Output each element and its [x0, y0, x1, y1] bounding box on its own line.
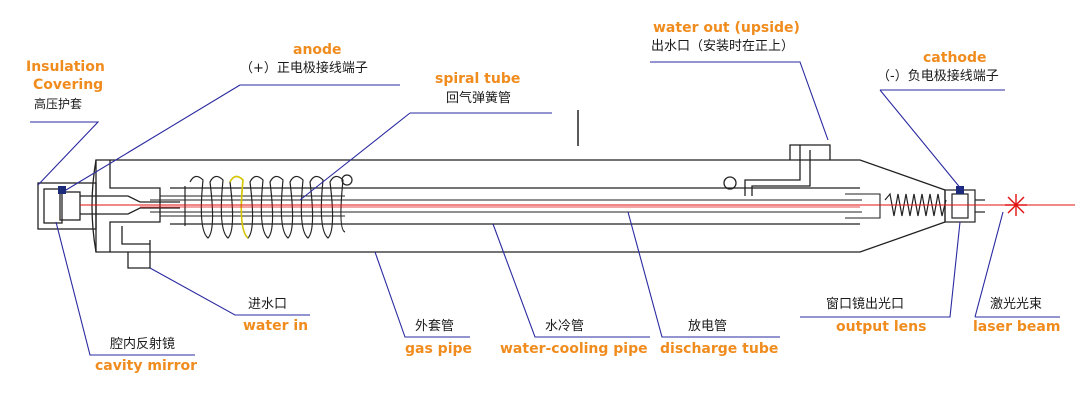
- cavity-mirror-label-zh: 腔内反射镜: [110, 337, 176, 352]
- water-in-label-zh: 进水口: [248, 297, 288, 312]
- spiral-tube-label-zh: 回气弹簧管: [446, 91, 512, 106]
- gas-pipe-label-zh: 外套管: [415, 319, 455, 334]
- insulation-label-en-2: Covering: [33, 77, 104, 93]
- cavity-mirror-assembly: [37, 160, 180, 252]
- output-lens-label-en: output lens: [836, 319, 927, 335]
- laser-beam-path: [80, 204, 1075, 208]
- water-out-label-en: water out (upside): [653, 20, 800, 36]
- cathode-label-zh: （-）负电极接线端子: [877, 69, 999, 84]
- spiral-tube-label-en: spiral tube: [435, 71, 521, 87]
- water-cooling-pipe-label-zh: 水冷管: [545, 319, 585, 334]
- discharge-tube: [150, 193, 881, 219]
- output-lens-label-zh: 窗口镜出光口: [826, 297, 905, 312]
- laser-spark-icon: [1005, 194, 1027, 216]
- output-lens-assembly: [884, 186, 985, 223]
- anode-label-en: anode: [293, 42, 342, 58]
- insulation-label-zh: 高压护套: [34, 97, 83, 111]
- water-out-label-zh: 出水口（安装时在正上）: [651, 39, 795, 54]
- anode-label-zh: （+）正电极接线端子: [240, 61, 368, 76]
- laser-beam-label-en: laser beam: [973, 319, 1061, 335]
- water-cooling-pipe: [170, 187, 860, 225]
- leader-lines: [30, 61, 1060, 356]
- gas-pipe-label-en: gas pipe: [405, 341, 473, 357]
- spiral-tube: [184, 174, 353, 239]
- discharge-tube-label-en: discharge tube: [660, 341, 779, 357]
- water-cooling-pipe-label-en: water-cooling pipe: [500, 341, 648, 357]
- discharge-tube-label-zh: 放电管: [688, 319, 728, 334]
- cavity-mirror-label-en: cavity mirror: [95, 358, 198, 374]
- gas-pipe-outline: [91, 159, 946, 253]
- water-inlet-nozzle: [121, 226, 151, 269]
- water-in-label-en: water in: [243, 318, 309, 334]
- insulation-label-en-1: Insulation: [26, 59, 105, 75]
- cathode-label-en: cathode: [923, 50, 987, 66]
- laser-beam-label-zh: 激光光束: [990, 297, 1043, 312]
